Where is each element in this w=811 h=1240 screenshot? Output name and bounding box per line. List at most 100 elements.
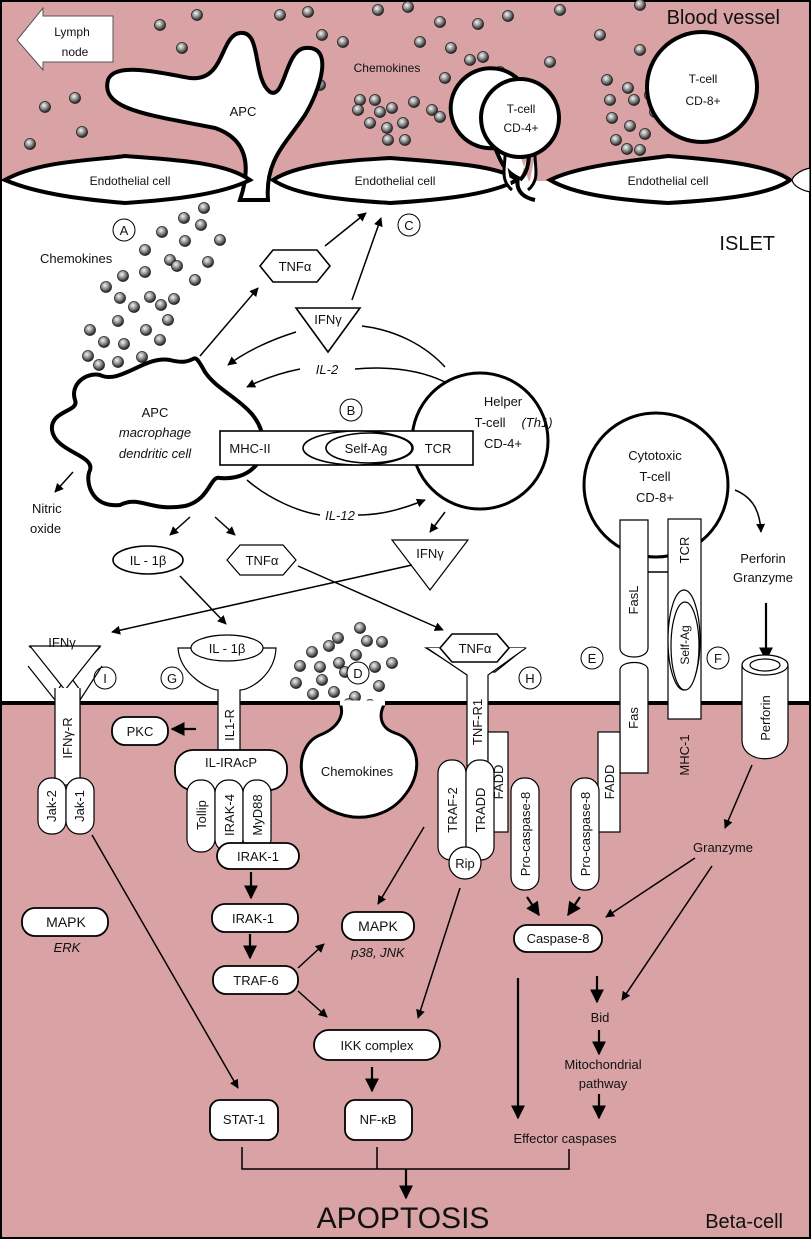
chemokine-bead [328,686,340,698]
svg-text:Rip: Rip [455,856,475,871]
arrow-tnfa-to-receptor [297,565,444,631]
chemokine-bead [369,94,381,106]
chemokine-bead [189,274,201,286]
mhc1-label: MHC-1 [677,734,692,775]
svg-text:FADD: FADD [602,765,617,800]
arrow-apc-to-tnfa-mid [214,516,236,536]
chemokine-bead [139,266,151,278]
fadd-fas: FADD [597,731,621,833]
svg-text:E: E [588,651,597,666]
arrow-procasp-fas-to-caspase8 [567,896,581,917]
lymph-node-arrow: Lymph node [16,6,114,72]
effector-caspases-label: Effector caspases [513,1131,617,1146]
chemokine-bead [624,120,636,132]
svg-text:I: I [103,671,107,686]
mito-label-1: Mitochondrial [564,1057,641,1072]
islet-label: ISLET [719,233,775,255]
svg-text:MHC-II: MHC-II [229,441,270,456]
apc-islet-label: APC [142,405,169,420]
tcell-cd8-vessel: T-cell CD-8+ [645,30,759,144]
svg-text:Caspase-8: Caspase-8 [527,931,590,946]
chemokine-bead [622,82,634,94]
chemokine-bead [402,1,414,13]
chemokine-bead [374,106,386,118]
chemokine-bead [198,202,210,214]
chemokine-bead [554,4,566,16]
endothelial-cell-4 [791,167,811,193]
chemokine-bead [610,134,622,146]
chemokine-bead [176,42,188,54]
arrow-procasp-tnf-to-caspase8 [526,896,540,917]
chemokine-bead [604,94,616,106]
svg-text:Perforin: Perforin [758,695,773,741]
chemokine-bead [69,92,81,104]
irak4: IRAK-4 [214,779,244,853]
helper-label-1: Helper [484,394,523,409]
arrow-cytotoxic-to-perforin [734,489,766,533]
svg-text:G: G [167,671,177,686]
chemokine-bead [354,622,366,634]
arrow-rip-to-ikk [416,887,461,1019]
svg-text:Self-Ag: Self-Ag [345,441,388,456]
svg-text:IL - 1β: IL - 1β [209,641,246,656]
label-a: A [112,218,136,242]
svg-text:Fas: Fas [626,707,641,729]
chemokine-bead [178,212,190,224]
arrow-ifng-to-receptor [111,564,413,635]
svg-text:Jak-2: Jak-2 [44,790,59,822]
chemokine-bead [381,122,393,134]
nitric-oxide-label-2: oxide [30,521,61,536]
chemokine-bead [386,102,398,114]
mapk-left: MAPK [21,907,109,937]
label-e: E [580,646,604,670]
svg-text:IKK complex: IKK complex [341,1038,414,1053]
chemokine-bead [274,9,286,21]
jak1: Jak-1 [65,777,95,835]
svg-text:Pro-caspase-8: Pro-caspase-8 [578,792,593,877]
svg-text:IRAK-4: IRAK-4 [222,794,237,836]
label-g: G [160,666,184,690]
svg-text:A: A [120,223,129,238]
label-h: H [518,666,542,690]
svg-text:IRAK-1: IRAK-1 [237,849,279,864]
chemokine-bead [84,324,96,336]
chemokine-bead [316,29,328,41]
arrow-granzyme-to-bid [621,865,713,1001]
fasl: FasL [619,519,649,658]
svg-text:F: F [714,651,722,666]
chemokine-bead [434,16,446,28]
arrow-granzyme-to-caspase8 [605,857,696,918]
chemokine-bead [621,143,633,155]
chemokine-bead [112,356,124,368]
svg-text:MAPK: MAPK [358,918,398,934]
chemokine-bead [634,144,646,156]
arrow-il2-to-apc [246,368,301,388]
chemokine-bead [140,324,152,336]
chemokine-bead [434,111,446,123]
chemokine-bead [76,126,88,138]
il2-label: IL-2 [316,362,339,377]
chemokine-bead [191,9,203,21]
chemokine-bead [82,350,94,362]
chemokine-bead [214,234,226,246]
label-f: F [706,646,730,670]
arrow-tnfa-to-endothelium [324,212,367,247]
chemokine-bead [195,219,207,231]
apc-vessel-cell [105,31,325,202]
il12-label: IL-12 [325,508,355,523]
nitric-oxide-label-1: Nitric [32,501,62,516]
svg-text:FADD: FADD [491,765,506,800]
endothelial-label-3: Endothelial cell [628,174,709,188]
svg-text:D: D [353,666,362,681]
chemokine-bead [364,117,376,129]
chemokine-bead [179,235,191,247]
chemokine-bead [332,632,344,644]
svg-text:Pro-caspase-8: Pro-caspase-8 [518,792,533,877]
svg-text:TNFα: TNFα [246,553,279,568]
fas-receptor: Fas [619,661,649,774]
p38-jnk-label: p38, JNK [350,945,406,960]
chemokine-bead [544,56,556,68]
caspase8: Caspase-8 [513,924,603,953]
granzyme-label: Granzyme [693,840,753,855]
svg-text:MAPK: MAPK [46,914,86,930]
